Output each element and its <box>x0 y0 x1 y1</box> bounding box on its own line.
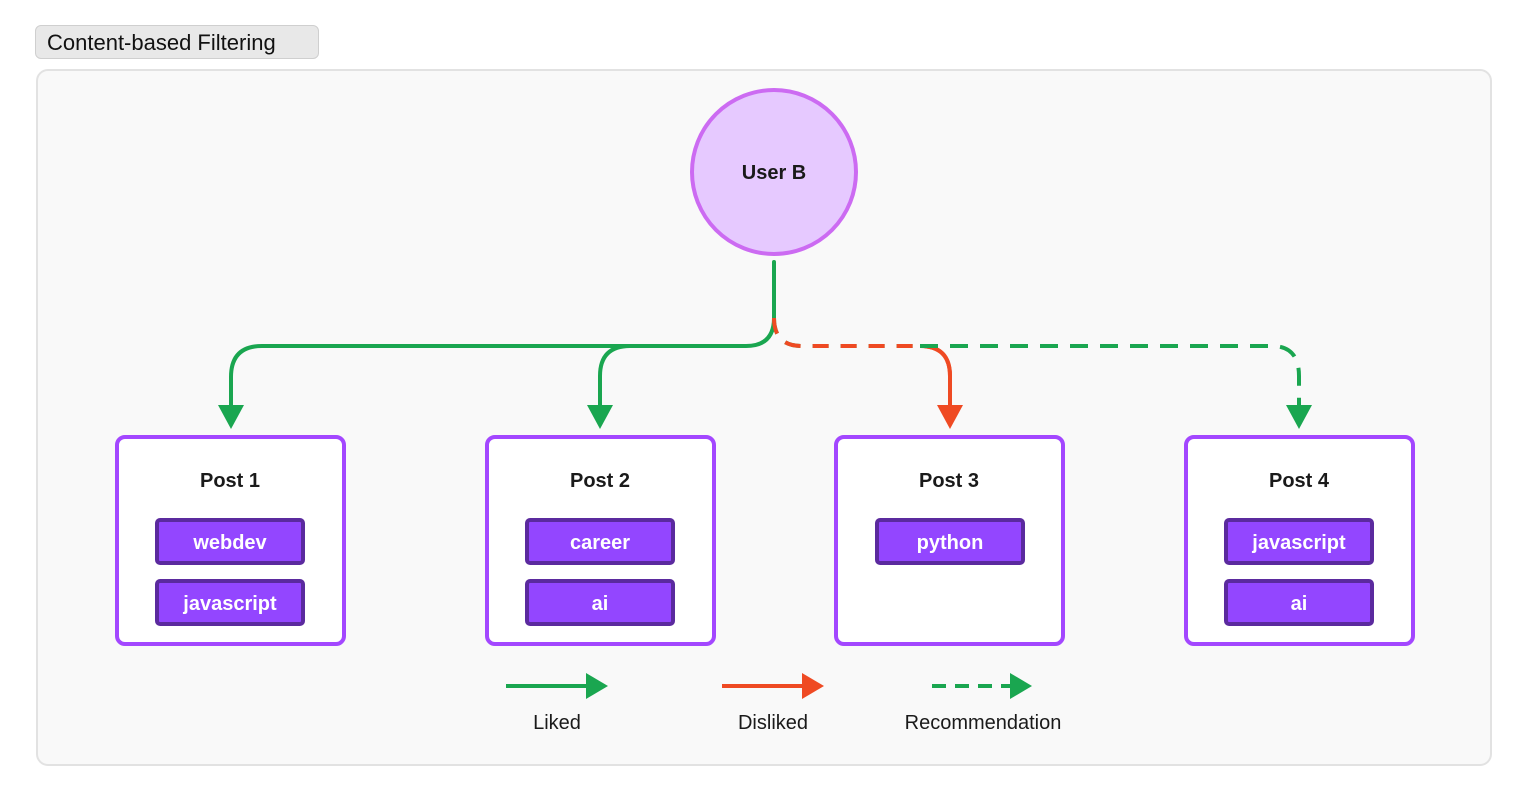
tag-label: ai <box>1291 593 1308 615</box>
tag-chip: javascript <box>1224 518 1374 565</box>
diagram-title: Content-based Filtering <box>35 25 319 59</box>
tag-label: webdev <box>192 532 267 554</box>
tag-label: javascript <box>182 593 277 615</box>
legend-item-liked: Liked <box>506 673 608 734</box>
post-node: Post 1 webdev javascript <box>115 435 346 646</box>
tag-chip: ai <box>1224 579 1374 626</box>
legend-item-disliked: Disliked <box>722 673 824 734</box>
arrowhead-post-2 <box>587 405 613 429</box>
tag-label: career <box>570 532 630 554</box>
tag-chip: career <box>525 518 675 565</box>
connector-recommendation-shared <box>772 317 920 348</box>
tag-label: python <box>917 532 984 554</box>
user-label: User B <box>742 162 806 184</box>
connector-disliked-post-3-drop <box>919 344 952 405</box>
tag-chip: javascript <box>155 579 305 626</box>
legend-liked-label: Liked <box>533 712 581 734</box>
legend-liked-arrowhead <box>586 673 608 699</box>
arrowhead-post-1 <box>218 405 244 429</box>
connector-disliked-post-3 <box>772 317 952 405</box>
tag-label: javascript <box>1251 532 1346 554</box>
legend-disliked-label: Disliked <box>738 712 808 734</box>
post-node: Post 4 javascript ai <box>1184 435 1415 646</box>
tag-chip: python <box>875 518 1025 565</box>
connectors <box>218 260 1312 429</box>
post-label: Post 3 <box>919 470 979 492</box>
post-node: Post 3 python <box>834 435 1065 646</box>
tag-chip: ai <box>525 579 675 626</box>
post-label: Post 1 <box>200 470 260 492</box>
legend: Liked Disliked Recommendation <box>506 673 1061 734</box>
arrowhead-post-4 <box>1286 405 1312 429</box>
connector-liked-post-1 <box>229 317 776 405</box>
post-label: Post 4 <box>1269 470 1330 492</box>
legend-disliked-arrowhead <box>802 673 824 699</box>
tag-label: ai <box>592 593 609 615</box>
post-node: Post 2 career ai <box>485 435 716 646</box>
connector-recommendation-post-4 <box>920 344 1301 405</box>
legend-recommendation-label: Recommendation <box>905 712 1062 734</box>
legend-recommendation-arrowhead <box>1010 673 1032 699</box>
post-label: Post 2 <box>570 470 630 492</box>
user-node: User B <box>690 88 858 256</box>
arrowhead-post-3 <box>937 405 963 429</box>
legend-item-recommendation: Recommendation <box>905 673 1062 734</box>
connector-liked-post-2 <box>598 344 631 405</box>
tag-chip: webdev <box>155 518 305 565</box>
